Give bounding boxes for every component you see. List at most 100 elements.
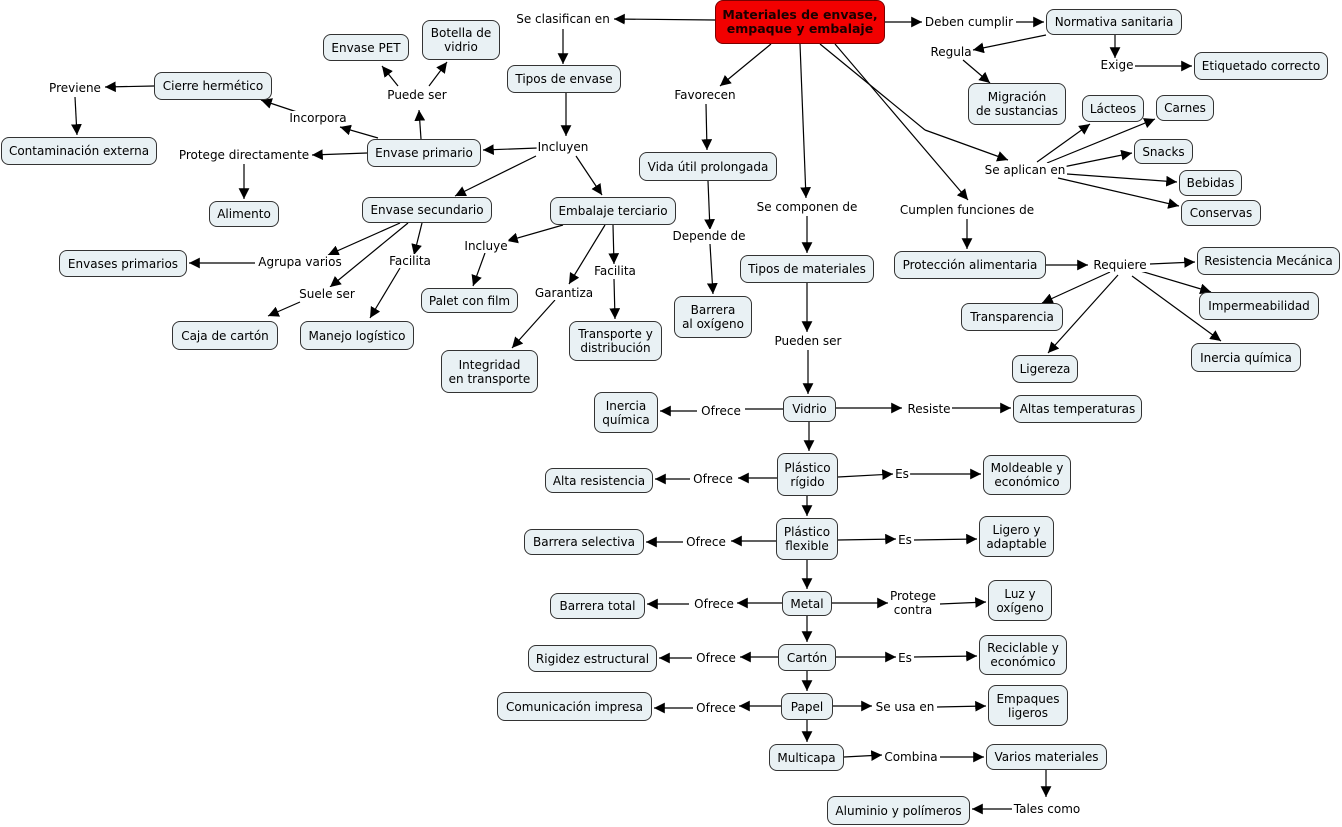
node-alimento[interactable]: Alimento bbox=[209, 201, 279, 227]
connector-line bbox=[613, 13, 716, 25]
node-envase-primario[interactable]: Envase primario bbox=[367, 139, 481, 167]
link-regula: Regula bbox=[929, 45, 973, 59]
node-envases-primarios[interactable]: Envases primarios bbox=[59, 250, 187, 277]
node-envase-pet[interactable]: Envase PET bbox=[323, 34, 409, 61]
link-protege-contra: Protege contra bbox=[888, 589, 938, 617]
node-lacteos[interactable]: Lácteos bbox=[1082, 95, 1144, 122]
node-bebidas[interactable]: Bebidas bbox=[1179, 170, 1242, 196]
connector-line bbox=[381, 65, 399, 87]
link-agrupa: Agrupa varios bbox=[257, 255, 343, 269]
node-reciclable[interactable]: Reciclable y económico bbox=[979, 635, 1067, 675]
connector-line bbox=[704, 180, 715, 231]
connector-line bbox=[482, 144, 539, 156]
link-ofrece-rigido: Ofrece bbox=[692, 472, 734, 486]
node-alta-resistencia[interactable]: Alta resistencia bbox=[545, 468, 653, 493]
link-suele-ser: Suele ser bbox=[298, 287, 356, 301]
connector-line bbox=[311, 149, 368, 161]
node-multicapa[interactable]: Multicapa bbox=[769, 744, 844, 771]
node-integridad[interactable]: Integridad en transporte bbox=[441, 350, 538, 393]
node-vidrio[interactable]: Vidrio bbox=[783, 396, 836, 422]
node-ligereza[interactable]: Ligereza bbox=[1012, 355, 1078, 383]
node-carton[interactable]: Cartón bbox=[778, 644, 836, 671]
node-empaques-ligeros[interactable]: Empaques ligeros bbox=[988, 685, 1068, 726]
connector-line bbox=[924, 129, 1009, 162]
node-transporte[interactable]: Transporte y distribución bbox=[569, 321, 662, 361]
node-luz-oxigeno[interactable]: Luz y oxígeno bbox=[988, 580, 1052, 621]
link-cumplen: Cumplen funciones de bbox=[898, 203, 1036, 217]
link-ofrece-papel: Ofrece bbox=[695, 701, 737, 715]
node-tipos-materiales[interactable]: Tipos de materiales bbox=[740, 255, 874, 283]
link-se-clasifican: Se clasifican en bbox=[515, 12, 611, 26]
node-barrera-oxigeno[interactable]: Barrera al oxígeno bbox=[674, 296, 752, 338]
connector-line bbox=[414, 109, 426, 140]
node-comunicacion[interactable]: Comunicación impresa bbox=[497, 692, 652, 721]
node-embalaje-terciario[interactable]: Embalaje terciario bbox=[550, 197, 676, 225]
node-plastico-flexible[interactable]: Plástico flexible bbox=[776, 518, 838, 560]
node-inercia-quimica[interactable]: Inercia química bbox=[594, 392, 658, 433]
connector-line bbox=[819, 43, 926, 131]
node-ligero-adaptable[interactable]: Ligero y adaptable bbox=[979, 516, 1054, 557]
node-etiquetado[interactable]: Etiquetado correcto bbox=[1194, 52, 1328, 80]
connector-line bbox=[568, 224, 606, 285]
connector-line bbox=[837, 533, 897, 545]
node-proteccion[interactable]: Protección alimentaria bbox=[894, 251, 1046, 279]
node-rigidez[interactable]: Rigidez estructural bbox=[528, 645, 657, 672]
link-es-flexible: Es bbox=[897, 533, 913, 547]
node-cierre-hermetico[interactable]: Cierre hermético bbox=[154, 72, 272, 100]
node-caja-carton[interactable]: Caja de cartón bbox=[172, 321, 278, 350]
connector-line bbox=[719, 43, 772, 87]
link-incluyen: Incluyen bbox=[536, 140, 590, 154]
connector-line bbox=[1057, 177, 1180, 209]
connector-line bbox=[454, 155, 537, 197]
node-root[interactable]: Materiales de envase, empaque y embalaje bbox=[715, 0, 885, 44]
connector-line bbox=[799, 43, 811, 199]
node-migracion[interactable]: Migración de sustancias bbox=[968, 83, 1066, 125]
node-vida-util[interactable]: Vida útil prolongada bbox=[639, 152, 777, 181]
node-papel[interactable]: Papel bbox=[781, 693, 833, 720]
node-impermeabilidad[interactable]: Impermeabilidad bbox=[1199, 292, 1319, 320]
node-tipos-envase[interactable]: Tipos de envase bbox=[507, 65, 621, 93]
link-puede-ser: Puede ser bbox=[386, 88, 448, 102]
node-normativa[interactable]: Normativa sanitaria bbox=[1046, 9, 1182, 35]
node-carnes[interactable]: Carnes bbox=[1156, 95, 1214, 121]
node-transparencia[interactable]: Transparencia bbox=[961, 303, 1063, 331]
node-barrera-total[interactable]: Barrera total bbox=[550, 593, 645, 619]
connector-line bbox=[104, 81, 155, 93]
link-protege-directamente: Protege directamente bbox=[177, 148, 311, 162]
node-snacks[interactable]: Snacks bbox=[1134, 139, 1193, 164]
node-botella-vidrio[interactable]: Botella de vidrio bbox=[422, 20, 500, 60]
connector-line bbox=[1062, 149, 1133, 168]
node-varios-materiales[interactable]: Varios materiales bbox=[986, 744, 1107, 770]
node-conservas[interactable]: Conservas bbox=[1181, 200, 1261, 226]
link-pueden-ser: Pueden ser bbox=[773, 334, 843, 348]
node-inercia-quimica-2[interactable]: Inercia química bbox=[1191, 343, 1301, 372]
node-contaminacion[interactable]: Contaminación externa bbox=[1, 137, 157, 165]
link-requiere: Requiere bbox=[1092, 258, 1148, 272]
link-se-componen: Se componen de bbox=[755, 200, 859, 214]
link-incluye: Incluye bbox=[463, 239, 509, 253]
node-metal[interactable]: Metal bbox=[782, 591, 832, 616]
node-moldeable[interactable]: Moldeable y económico bbox=[983, 455, 1071, 495]
link-se-aplican: Se aplican en bbox=[983, 163, 1067, 177]
link-incorpora: Incorpora bbox=[288, 111, 348, 125]
link-ofrece-metal: Ofrece bbox=[693, 597, 735, 611]
node-envase-secundario[interactable]: Envase secundario bbox=[362, 197, 492, 223]
node-resistencia-mecanica[interactable]: Resistencia Mecánica bbox=[1197, 247, 1340, 275]
connector-line bbox=[962, 59, 991, 84]
node-altas-temperaturas[interactable]: Altas temperaturas bbox=[1013, 395, 1142, 423]
node-manejo-logistico[interactable]: Manejo logístico bbox=[300, 321, 414, 350]
node-plastico-rigido[interactable]: Plástico rígido bbox=[777, 453, 838, 496]
connector-line bbox=[706, 243, 718, 295]
link-exige: Exige bbox=[1099, 58, 1135, 72]
node-palet[interactable]: Palet con film bbox=[421, 288, 518, 313]
link-deben-cumplir: Deben cumplir bbox=[923, 15, 1015, 29]
connector-line bbox=[837, 469, 894, 480]
link-es-rigido: Es bbox=[894, 467, 910, 481]
connector-line bbox=[511, 299, 556, 349]
connector-line bbox=[972, 34, 1047, 54]
node-aluminio[interactable]: Aluminio y polímeros bbox=[827, 796, 970, 825]
connector-line bbox=[339, 124, 379, 139]
connector-line bbox=[471, 252, 486, 287]
node-barrera-selectiva[interactable]: Barrera selectiva bbox=[524, 529, 644, 555]
link-facilita-1: Facilita bbox=[388, 254, 432, 268]
